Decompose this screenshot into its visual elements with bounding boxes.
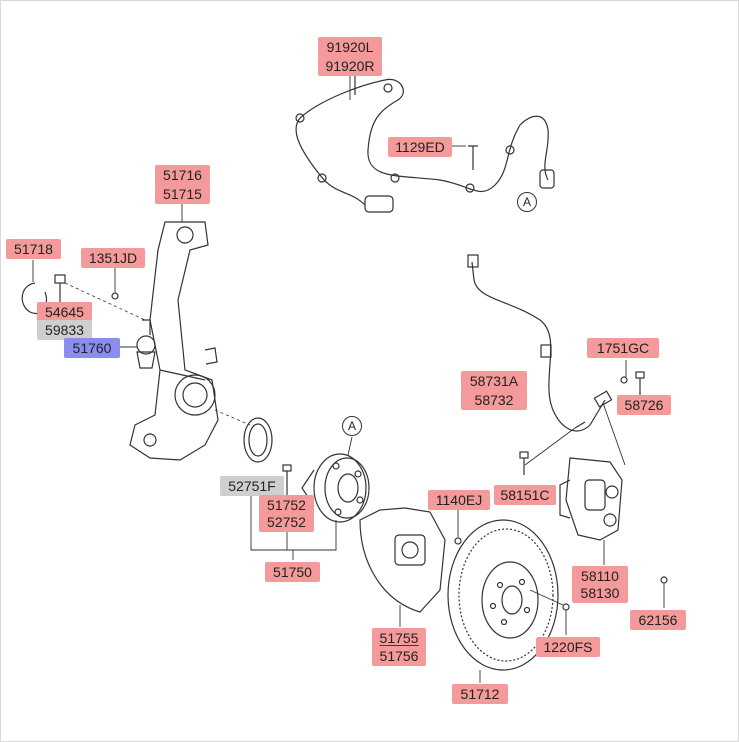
part-label-51755[interactable]: 51755 — [372, 628, 426, 648]
disc-screw-1220fs — [529, 589, 570, 635]
brake-caliper — [559, 457, 623, 565]
part-label-58732[interactable]: 58732 — [461, 390, 527, 410]
callout-a-cable: A — [517, 192, 537, 212]
callout-a-hub: A — [342, 416, 362, 436]
part-label-51715[interactable]: 51715 — [155, 184, 210, 204]
part-label-58151c[interactable]: 58151C — [494, 485, 556, 505]
brake-disc — [447, 519, 559, 683]
part-label-91920r[interactable]: 91920R — [318, 56, 382, 76]
part-label-51756[interactable]: 51756 — [372, 646, 426, 666]
part-label-1220fs[interactable]: 1220FS — [536, 637, 600, 657]
bleeder-screw — [660, 576, 668, 608]
part-label-59833[interactable]: 59833 — [37, 320, 92, 340]
part-label-51750[interactable]: 51750 — [265, 562, 320, 582]
pin-1351jd — [111, 267, 119, 300]
part-label-51760[interactable]: 51760 — [64, 338, 120, 358]
hose-bolt-58726 — [620, 360, 645, 395]
assembly-bracket-51750 — [250, 495, 337, 560]
part-label-58110[interactable]: 58110 — [572, 566, 628, 586]
shield-bolt-1140ej — [454, 510, 462, 545]
steering-knuckle — [129, 221, 219, 461]
part-label-51718[interactable]: 51718 — [6, 239, 61, 259]
wheel-speed-sensor-cable — [295, 72, 555, 213]
part-label-1351jd[interactable]: 1351JD — [81, 248, 145, 268]
ball-joint — [120, 319, 156, 369]
part-label-52751f[interactable]: 52751F — [220, 476, 284, 496]
caliper-bolt — [519, 451, 529, 475]
part-label-91920l[interactable]: 91920L — [318, 37, 382, 57]
part-label-1140ej[interactable]: 1140EJ — [428, 490, 490, 510]
bolt-dashed-line — [64, 282, 146, 321]
part-label-1129ed[interactable]: 1129ED — [388, 137, 452, 157]
brake-hose — [467, 254, 626, 466]
knuckle-to-ring-dashed — [214, 409, 251, 426]
part-label-51712[interactable]: 51712 — [452, 684, 508, 704]
hub-callout-leader — [347, 436, 353, 456]
part-label-51752[interactable]: 51752 — [259, 495, 314, 515]
seal-ring — [243, 417, 273, 463]
part-label-58130[interactable]: 58130 — [572, 583, 628, 603]
part-label-58726[interactable]: 58726 — [617, 395, 671, 415]
part-label-52752[interactable]: 52752 — [259, 512, 314, 532]
bolt-54645 — [54, 274, 66, 302]
cable-leaders — [349, 72, 466, 147]
brake-dust-shield — [359, 507, 446, 627]
part-label-54645[interactable]: 54645 — [37, 302, 92, 322]
part-label-1751gc[interactable]: 1751GC — [587, 338, 659, 358]
part-label-51716[interactable]: 51716 — [155, 165, 210, 185]
part-label-62156[interactable]: 62156 — [630, 610, 686, 630]
part-label-58731a[interactable]: 58731A — [461, 371, 527, 391]
wheel-hub — [301, 453, 370, 523]
